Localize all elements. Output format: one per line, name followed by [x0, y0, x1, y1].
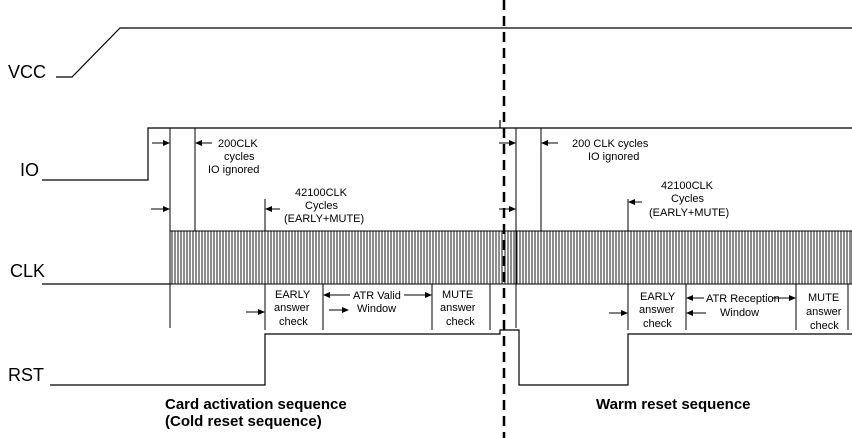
cold-caption: Card activation sequence (Cold reset seq… — [165, 396, 347, 430]
svg-text:answer: answer — [639, 304, 675, 316]
svg-text:check: check — [643, 318, 672, 330]
svg-text:Cycles: Cycles — [671, 193, 705, 205]
svg-text:42100CLK: 42100CLK — [661, 180, 714, 192]
warm-caption: Warm reset sequence — [596, 396, 751, 413]
svg-text:EARLY: EARLY — [640, 291, 676, 303]
rst-waveform — [50, 329, 852, 386]
cold-cycles-note: 42100CLK Cycles (EARLY+MUTE) — [284, 187, 364, 225]
clk-pulse-train — [169, 230, 852, 285]
warm-window-note: ATR Reception Window — [706, 293, 780, 319]
svg-text:ATR Valid: ATR Valid — [353, 290, 401, 302]
warm-io-ignored-note: 200 CLK cycles IO ignored — [572, 138, 649, 163]
rst-label: RST — [8, 365, 44, 385]
svg-text:IO ignored: IO ignored — [208, 164, 259, 176]
svg-text:Cycles: Cycles — [305, 200, 339, 212]
svg-text:check: check — [446, 316, 475, 328]
svg-text:Window: Window — [720, 307, 759, 319]
svg-text:answer: answer — [274, 302, 310, 314]
svg-text:cycles: cycles — [224, 151, 255, 163]
io-waveform — [42, 120, 852, 181]
svg-text:(EARLY+MUTE): (EARLY+MUTE) — [284, 213, 364, 225]
svg-text:MUTE: MUTE — [442, 289, 473, 301]
svg-text:check: check — [279, 316, 308, 328]
cold-io-ignored-note: 200CLK cycles IO ignored — [208, 138, 259, 176]
svg-text:(EARLY+MUTE): (EARLY+MUTE) — [649, 207, 729, 219]
warm-cycles-note: 42100CLK Cycles (EARLY+MUTE) — [649, 180, 729, 219]
clk-label: CLK — [10, 261, 45, 281]
warm-mute-note: MUTE answer check — [806, 292, 842, 332]
svg-text:answer: answer — [806, 306, 842, 318]
cold-window-note: ATR Valid Window — [353, 290, 401, 315]
svg-text:Card activation sequence: Card activation sequence — [165, 396, 347, 413]
timing-markers — [169, 128, 849, 330]
vcc-label: VCC — [8, 62, 46, 82]
svg-text:(Cold reset sequence): (Cold reset sequence) — [165, 413, 322, 430]
svg-text:EARLY: EARLY — [275, 289, 311, 301]
svg-text:42100CLK: 42100CLK — [295, 187, 348, 199]
svg-text:IO ignored: IO ignored — [588, 151, 639, 163]
warm-early-note: EARLY answer check — [639, 291, 676, 330]
svg-text:MUTE: MUTE — [808, 292, 839, 304]
svg-text:check: check — [810, 320, 839, 332]
cold-early-note: EARLY answer check — [274, 289, 311, 328]
svg-text:Window: Window — [357, 303, 396, 315]
svg-text:answer: answer — [440, 302, 476, 314]
vcc-waveform — [56, 27, 852, 78]
svg-text:ATR Reception: ATR Reception — [706, 293, 780, 305]
cold-mute-note: MUTE answer check — [440, 289, 476, 328]
svg-text:200 CLK cycles: 200 CLK cycles — [572, 138, 649, 150]
timing-arrows — [151, 140, 796, 316]
svg-text:200CLK: 200CLK — [218, 138, 258, 150]
io-label: IO — [20, 160, 39, 180]
